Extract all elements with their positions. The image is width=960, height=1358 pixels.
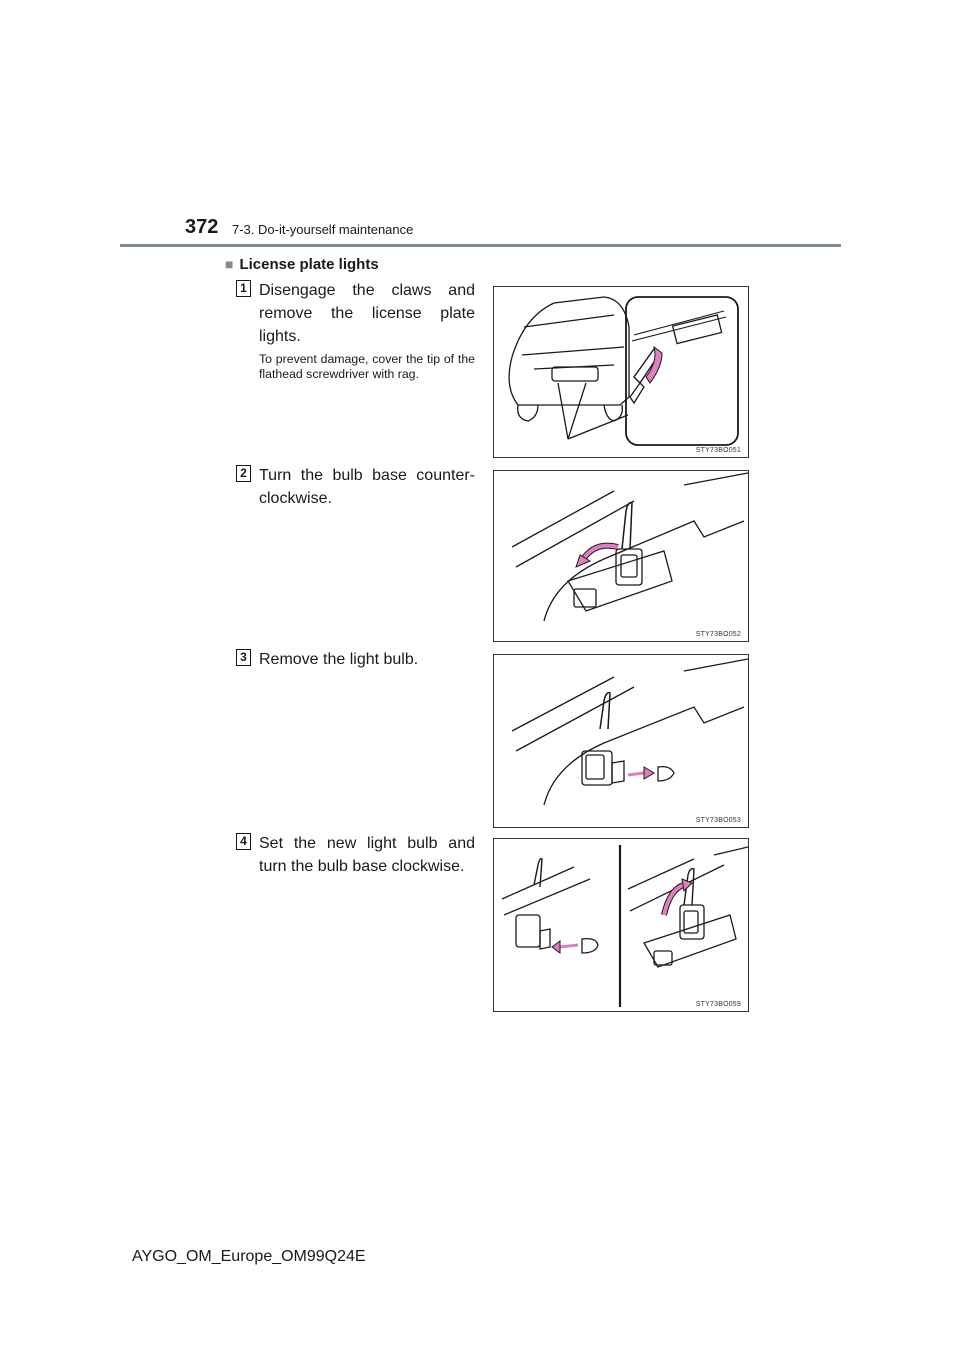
section-title: 7-3. Do-it-yourself maintenance [232, 222, 414, 237]
header-rule [120, 244, 841, 247]
license-plate-light-removal-illustration [508, 296, 739, 446]
step-figure: STY73BO059 [493, 838, 749, 1012]
step-instruction: Disengage the claws and remove the licen… [259, 282, 475, 345]
bulb-installation-illustration [501, 845, 748, 1007]
step-number-badge: 2 [236, 465, 251, 482]
step-instruction: Set the new light bulb and turn the bulb… [259, 835, 475, 875]
square-bullet-icon: ■ [225, 256, 234, 272]
heading: ■ License plate lights [225, 256, 379, 273]
bulb-removal-illustration [511, 658, 748, 806]
document-id: AYGO_OM_Europe_OM99Q24E [132, 1248, 366, 1265]
figure-code: STY73BO051 [695, 447, 741, 454]
figure-code: STY73BO059 [695, 1001, 741, 1008]
step-number-badge: 1 [236, 280, 251, 297]
step-number-badge: 4 [236, 833, 251, 850]
step-note: To prevent damage, cover the tip of the … [259, 352, 475, 381]
step-figure: STY73BO053 [493, 654, 749, 828]
step-instruction: Turn the bulb base counter-clockwise. [259, 467, 475, 507]
page-number: 372 [185, 216, 219, 238]
heading-title: License plate lights [239, 256, 379, 273]
figure-code: STY73BO052 [695, 631, 741, 638]
step-figure: STY73BO052 [493, 470, 749, 642]
step-figure: STY73BO051 [493, 286, 749, 458]
figure-code: STY73BO053 [695, 817, 741, 824]
step-number-badge: 3 [236, 649, 251, 666]
step-instruction: Remove the light bulb. [259, 651, 419, 668]
bulb-base-counterclockwise-illustration [511, 472, 748, 622]
